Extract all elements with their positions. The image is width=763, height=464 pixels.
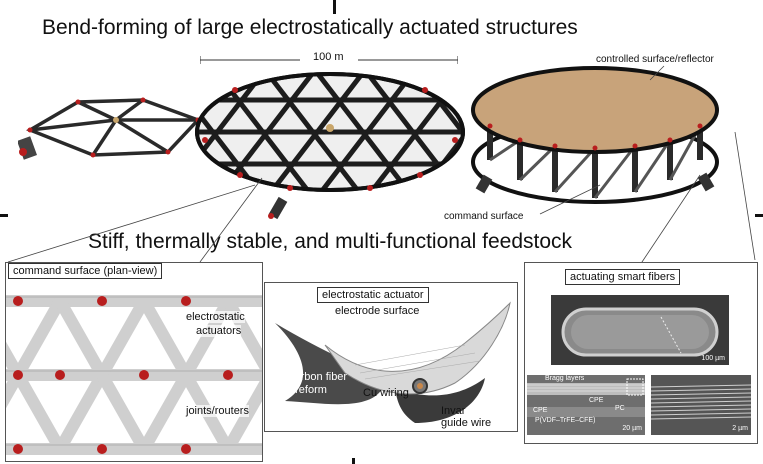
scale-100um: 100 µm — [701, 355, 726, 362]
electrostatic-label: electrostatic — [186, 311, 245, 323]
tick-mark-right — [755, 214, 763, 217]
bragg-layers-image: Bragg layers CPE CPE PC P(VDF–TrFE–CFE) … — [527, 375, 645, 435]
actuator-title: electrostatic actuator — [317, 287, 429, 303]
fibers-title: actuating smart fibers — [565, 269, 681, 285]
scale-20um: 20 µm — [622, 425, 642, 432]
tick-mark-bottom — [352, 458, 355, 464]
tick-mark-top — [333, 0, 336, 14]
top-title: Bend-forming of large electrostatically … — [42, 16, 578, 39]
command-surface-label: command surface — [444, 211, 524, 222]
middle-title: Stiff, thermally stable, and multi-funct… — [88, 230, 573, 253]
actuator-panel: electrostatic actuator electrode surface… — [264, 282, 518, 432]
actuators-label: actuators — [196, 325, 242, 337]
preform-label: preform — [289, 384, 327, 396]
edge-fragment — [0, 0, 4, 58]
cu-wiring-label: Cu wiring — [363, 387, 409, 399]
small-lattice-structure — [18, 90, 208, 170]
layers-zoom-image: 2 µm — [651, 375, 751, 435]
joints-routers-label: joints/routers — [186, 405, 249, 417]
fibers-panel: actuating smart fibers 100 µm Bragg laye… — [524, 262, 758, 444]
pvdf-label: P(VDF–TrFE–CFE) — [535, 417, 596, 424]
reflector-structure — [465, 62, 725, 212]
scale-label: 100 m — [313, 51, 344, 63]
scale-bar — [200, 56, 458, 64]
carbon-fiber-label: carbon fiber — [289, 371, 348, 383]
invar-label: Invar — [441, 405, 466, 417]
controlled-surface-label: controlled surface/reflector — [596, 54, 714, 65]
scale-2um: 2 µm — [732, 425, 748, 432]
cpe-label-1: CPE — [589, 397, 604, 404]
cpe-label-2: CPE — [533, 407, 548, 414]
tick-mark-left — [0, 214, 8, 217]
guide-wire-label: guide wire — [441, 417, 492, 429]
pc-label: PC — [615, 405, 625, 412]
fiber-cross-section-image: 100 µm — [551, 295, 729, 365]
plan-view-panel: command surface (plan-view) electrostati… — [5, 262, 263, 462]
large-disk-structure — [195, 70, 465, 230]
electrode-surface-label: electrode surface — [335, 305, 420, 317]
plan-view-title: command surface (plan-view) — [8, 263, 163, 279]
bragg-label: Bragg layers — [545, 375, 585, 382]
